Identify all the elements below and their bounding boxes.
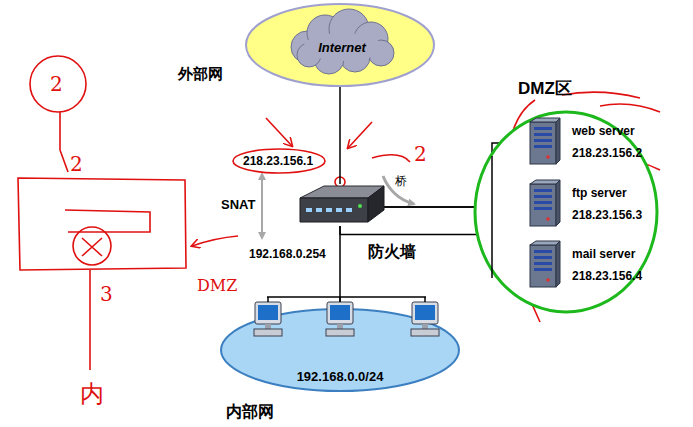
node-outline bbox=[528, 182, 562, 228]
shape bbox=[358, 204, 362, 208]
handwritten-note: DMZ bbox=[197, 276, 237, 295]
shape bbox=[346, 208, 352, 212]
server-icon bbox=[530, 245, 556, 287]
shape bbox=[306, 208, 312, 212]
shape bbox=[534, 189, 552, 192]
ip-label: 218.23.156.1 bbox=[243, 154, 313, 168]
cloud-icon bbox=[291, 9, 394, 74]
shape bbox=[368, 186, 384, 222]
shape bbox=[530, 118, 560, 122]
shape bbox=[556, 180, 560, 226]
server-node: web server 218.23.156.2 bbox=[528, 120, 646, 166]
shape bbox=[330, 305, 350, 320]
node-outline bbox=[528, 120, 562, 166]
server-ip: 218.23.156.3 bbox=[572, 208, 642, 222]
server-node: mail server 218.23.156.4 bbox=[528, 243, 646, 289]
shape bbox=[534, 195, 552, 198]
shape bbox=[316, 208, 322, 212]
shape bbox=[534, 133, 552, 136]
shape bbox=[258, 305, 278, 320]
server-icon bbox=[530, 184, 556, 226]
pc-icon bbox=[412, 302, 438, 324]
shape bbox=[534, 201, 552, 204]
shape bbox=[556, 118, 560, 164]
shape bbox=[246, 4, 434, 86]
handwritten-number: 2 bbox=[70, 152, 83, 176]
shape bbox=[337, 324, 343, 329]
shape bbox=[530, 180, 560, 184]
shape bbox=[534, 250, 552, 253]
lan-ellipse: 192.168.0.0/24内部网 bbox=[220, 308, 460, 392]
shape bbox=[546, 217, 550, 221]
shape bbox=[546, 155, 550, 159]
shape bbox=[415, 305, 435, 320]
shape bbox=[326, 329, 354, 336]
shape bbox=[534, 207, 552, 210]
pc-icon bbox=[255, 302, 281, 324]
server-icon bbox=[530, 122, 556, 164]
firewall-device: 防火墙 bbox=[296, 184, 384, 226]
shape bbox=[534, 145, 552, 148]
server-ip: 218.23.156.4 bbox=[572, 269, 642, 283]
server-name: mail server bbox=[572, 247, 635, 261]
shape bbox=[534, 268, 552, 271]
server-ip: 218.23.156.2 bbox=[572, 146, 642, 160]
shape bbox=[534, 139, 552, 142]
connector bbox=[339, 87, 341, 184]
lan-bus bbox=[267, 296, 426, 298]
dmz-ellipse: DMZ区web server218.23.156.2ftp server218.… bbox=[473, 110, 659, 315]
shape bbox=[556, 241, 560, 287]
shape bbox=[267, 297, 269, 302]
shape bbox=[339, 297, 341, 302]
server-name: ftp server bbox=[572, 186, 627, 200]
shape bbox=[326, 208, 332, 212]
shape bbox=[530, 241, 560, 245]
shape bbox=[534, 256, 552, 259]
internet-ellipse: Internet外部网 bbox=[245, 3, 435, 87]
handwritten-note: 内 bbox=[80, 378, 104, 410]
device-label: 防火墙 bbox=[368, 242, 416, 263]
node-outline bbox=[296, 184, 384, 226]
subnet-label: 192.168.0.0/24 bbox=[297, 369, 384, 384]
handwriting bbox=[18, 56, 660, 370]
shape bbox=[534, 262, 552, 265]
node-outline bbox=[528, 243, 562, 289]
zone-label: 内部网 bbox=[226, 402, 274, 423]
shape bbox=[336, 208, 342, 212]
dmz-bus bbox=[491, 156, 493, 278]
snat-arrow bbox=[261, 174, 263, 238]
ip-label: 192.168.0.254 bbox=[249, 247, 326, 261]
handwritten-number: 2 bbox=[50, 72, 63, 96]
zone-label: DMZ区 bbox=[518, 77, 572, 100]
shape bbox=[422, 324, 428, 329]
pc-icon bbox=[327, 302, 353, 324]
handwritten-number: 2 bbox=[414, 142, 427, 166]
server-name: web server bbox=[572, 124, 635, 138]
shape bbox=[424, 297, 426, 302]
server-node: ftp server 218.23.156.3 bbox=[528, 182, 646, 228]
shape bbox=[546, 278, 550, 282]
shape bbox=[411, 329, 439, 336]
bridge-label: 桥 bbox=[395, 173, 407, 190]
shape bbox=[265, 324, 271, 329]
cloud-label: Internet bbox=[318, 40, 366, 55]
nat-label: SNAT bbox=[221, 197, 255, 212]
shape bbox=[475, 112, 657, 312]
shape bbox=[303, 33, 383, 61]
zone-label: 外部网 bbox=[178, 65, 223, 84]
connector bbox=[339, 226, 341, 308]
shape bbox=[534, 127, 552, 130]
handwritten-number: 3 bbox=[100, 282, 113, 306]
shape bbox=[300, 198, 368, 222]
shape bbox=[254, 329, 282, 336]
